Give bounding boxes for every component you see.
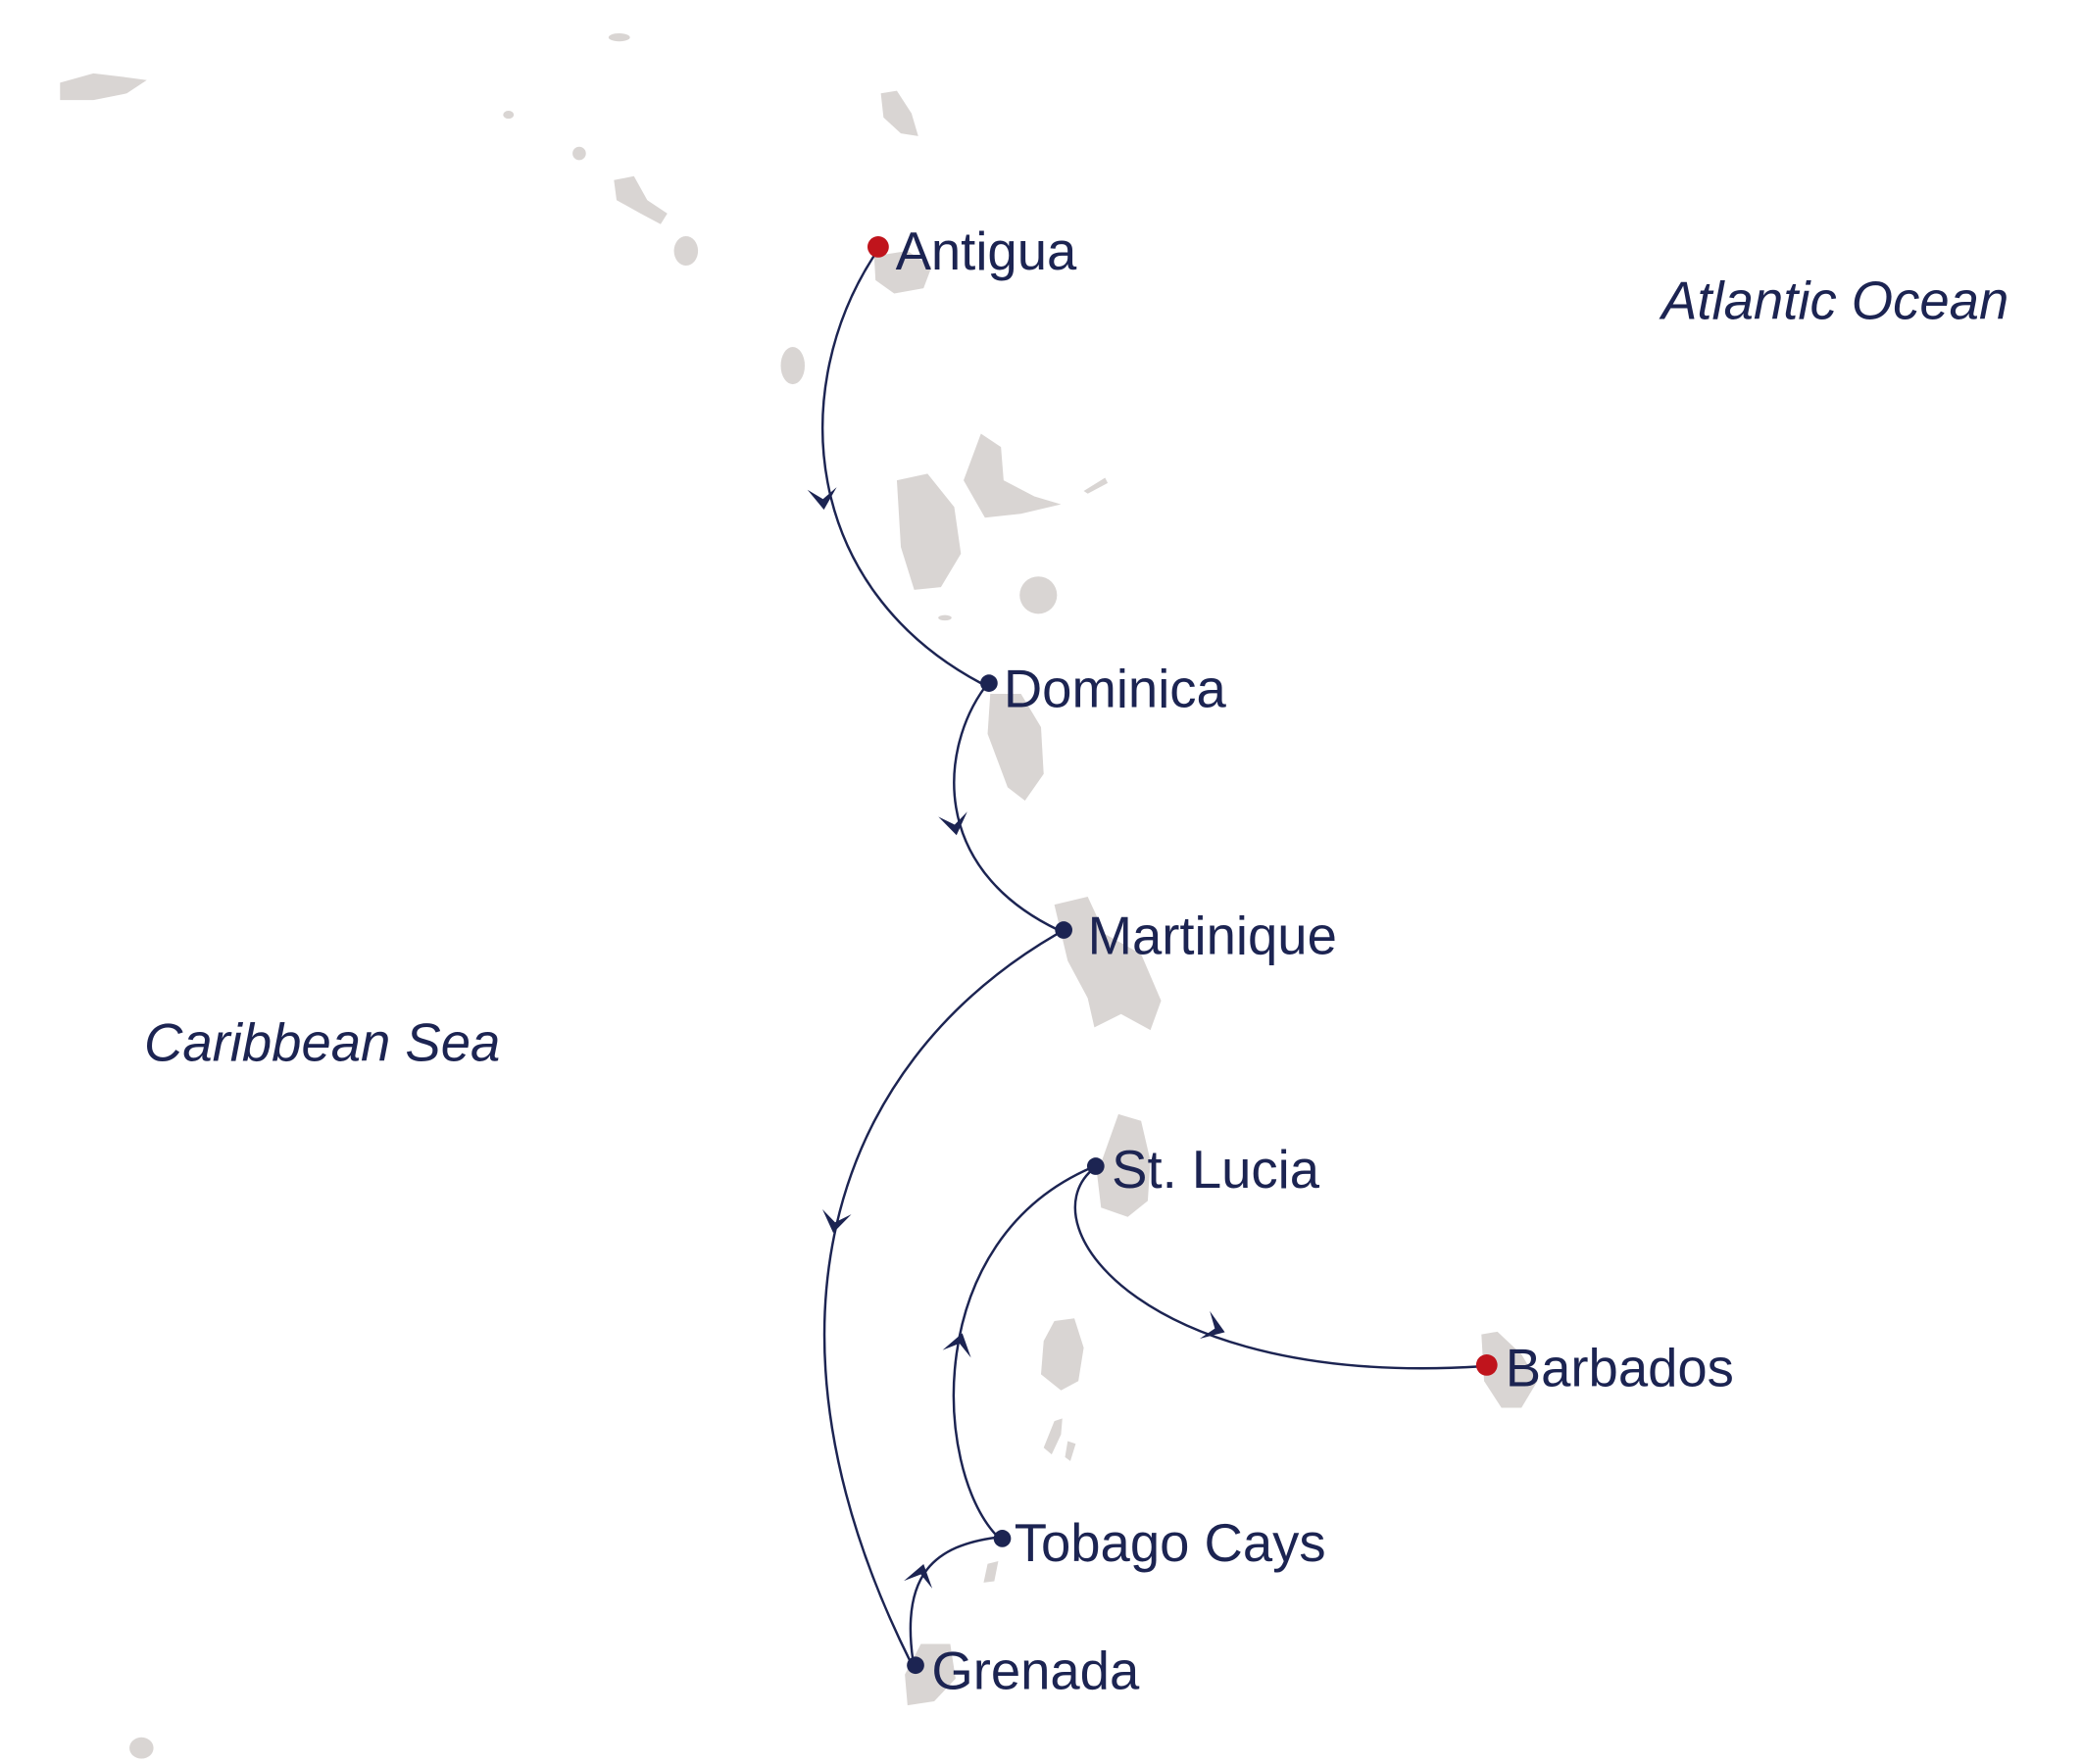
island-small	[608, 33, 630, 42]
port-markers	[868, 235, 1498, 1675]
direction-arrow-icon	[822, 1208, 852, 1234]
island-martinique	[1054, 896, 1162, 1031]
direction-arrow-icon	[807, 487, 837, 511]
port-marker[interactable]	[980, 674, 998, 692]
island-st-kitts	[614, 175, 668, 224]
route-grenada-tobago-cays	[909, 1536, 999, 1660]
port-label-st-lucia: St. Lucia	[1112, 1140, 1320, 1200]
sea-label-atlantic: Atlantic Ocean	[1659, 270, 2008, 330]
island-small	[503, 111, 515, 120]
island-antigua	[873, 250, 932, 294]
port-label-dominica: Dominica	[1004, 660, 1227, 719]
island-barbados	[1481, 1331, 1538, 1408]
route-dominica-martinique	[953, 686, 1060, 932]
port-marker[interactable]	[993, 1530, 1012, 1547]
labels: Antigua Dominica Martinique St. Lucia Ba…	[144, 221, 2008, 1701]
island-small	[938, 614, 952, 621]
port-marker[interactable]	[907, 1656, 924, 1675]
direction-arrow-icon	[904, 1563, 933, 1589]
island-marie-galante	[1019, 576, 1058, 614]
direction-arrow-icon	[942, 1333, 971, 1358]
port-marker[interactable]	[1055, 921, 1072, 939]
island-barbuda	[880, 90, 918, 136]
port-label-antigua: Antigua	[896, 221, 1077, 281]
port-marker-start[interactable]	[868, 235, 889, 258]
island-virgin	[60, 73, 147, 101]
island-montserrat	[673, 235, 699, 266]
island-redonda	[780, 347, 806, 385]
direction-arrow-icon	[938, 811, 967, 836]
island-small	[572, 146, 586, 161]
island-guadeloupe	[896, 433, 1062, 590]
direction-arrow-icon	[1199, 1310, 1225, 1339]
route-tobago-cays-st-lucia	[952, 1166, 1093, 1536]
port-label-barbados: Barbados	[1506, 1339, 1734, 1398]
route	[807, 253, 1482, 1662]
island-small	[129, 1737, 154, 1759]
route-antigua-dominica	[821, 253, 982, 685]
islands	[60, 33, 1538, 1759]
island-grenadines	[983, 1418, 1076, 1583]
port-label-martinique: Martinique	[1088, 906, 1337, 966]
island-st-vincent	[1041, 1318, 1084, 1391]
route-st-lucia-barbados	[1073, 1169, 1482, 1370]
port-label-grenada: Grenada	[931, 1642, 1140, 1701]
island-st-lucia	[1097, 1113, 1151, 1217]
sea-label-caribbean: Caribbean Sea	[144, 1012, 500, 1072]
island-desirade	[1083, 477, 1109, 494]
port-marker[interactable]	[1086, 1157, 1105, 1175]
port-marker-end[interactable]	[1475, 1353, 1498, 1376]
island-dominica	[987, 694, 1044, 801]
port-label-tobago-cays: Tobago Cays	[1015, 1513, 1326, 1573]
